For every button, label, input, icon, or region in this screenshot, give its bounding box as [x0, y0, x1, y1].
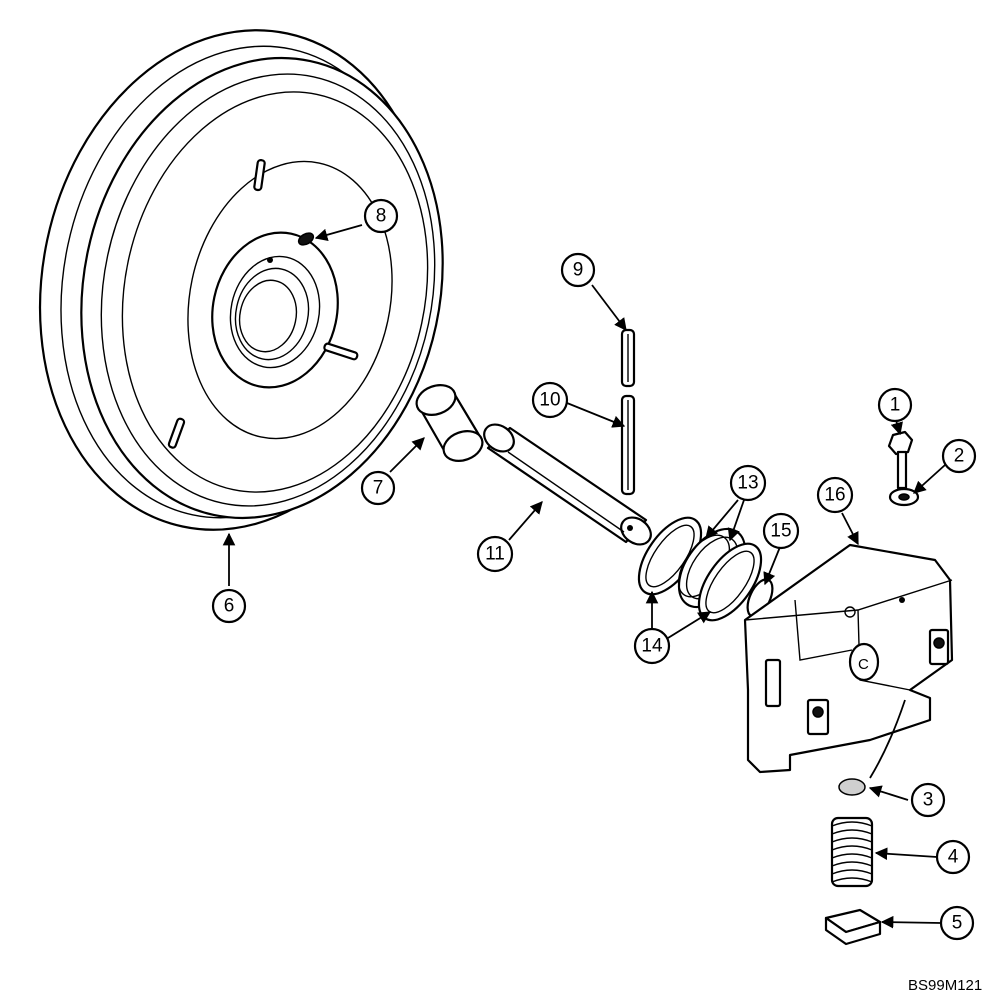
svg-text:1: 1	[890, 395, 901, 416]
roll-pin-upper	[620, 328, 636, 388]
svg-text:5: 5	[952, 913, 963, 934]
wear-block	[824, 908, 882, 946]
svg-text:15: 15	[770, 521, 791, 542]
idler-bracket: C	[743, 543, 954, 774]
svg-text:11: 11	[485, 544, 505, 565]
callout-14: 14	[633, 627, 671, 665]
svg-text:C: C	[858, 656, 869, 673]
callout-10: 10	[531, 381, 569, 419]
bolt	[887, 430, 914, 490]
callout-11: 11	[476, 535, 514, 573]
shim-disc	[838, 778, 866, 796]
callout-7: 7	[360, 470, 396, 506]
callout-15: 15	[762, 512, 800, 550]
svg-text:9: 9	[573, 260, 584, 281]
spring	[830, 816, 874, 888]
callout-8: 8	[363, 198, 399, 234]
leader-lines	[222, 224, 946, 929]
svg-text:6: 6	[224, 596, 235, 617]
callout-3: 3	[910, 782, 946, 818]
washer	[888, 487, 920, 507]
callout-9: 9	[560, 252, 596, 288]
svg-text:4: 4	[948, 847, 959, 868]
svg-text:7: 7	[373, 478, 384, 499]
callout-4: 4	[935, 839, 971, 875]
svg-text:3: 3	[923, 790, 934, 811]
reference-code: BS99M121	[908, 977, 982, 994]
bushing	[415, 384, 484, 462]
seal-assembly	[637, 516, 763, 622]
svg-text:8: 8	[376, 206, 387, 227]
roll-pin-lower	[620, 394, 636, 496]
callout-2: 2	[941, 438, 977, 474]
svg-text:14: 14	[641, 636, 663, 657]
callout-1: 1	[877, 387, 913, 423]
svg-text:16: 16	[824, 485, 845, 506]
svg-text:13: 13	[737, 473, 758, 494]
callout-16: 16	[816, 476, 854, 514]
callout-6: 6	[211, 588, 247, 624]
svg-text:2: 2	[954, 446, 965, 467]
callout-5: 5	[939, 905, 975, 941]
svg-text:10: 10	[539, 390, 560, 411]
idler-wheel	[38, 29, 444, 531]
callout-13: 13	[729, 464, 767, 502]
shaft	[483, 423, 652, 546]
